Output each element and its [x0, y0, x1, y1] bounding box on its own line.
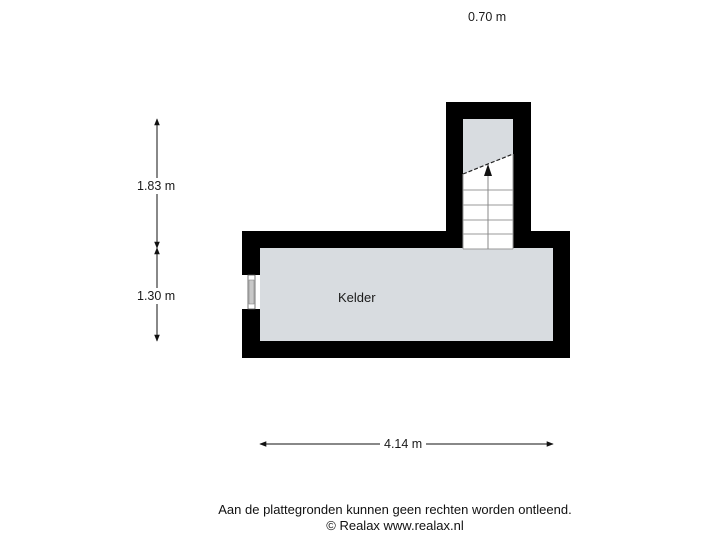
kelder-floor [260, 248, 553, 341]
dimension-left-upper-label: 1.83 m [137, 178, 176, 194]
window-glass [248, 279, 255, 305]
stair-arrow-up-icon [484, 164, 492, 176]
staircase [462, 153, 514, 250]
window-left [242, 274, 260, 310]
footer-disclaimer: Aan de plattegronden kunnen geen rechten… [218, 502, 572, 517]
dimension-bottom-label: 4.14 m [380, 437, 427, 451]
dimension-top-label: 0.70 m [468, 10, 507, 24]
room-label-kelder: Kelder [338, 290, 376, 305]
dimension-left-lower-label: 1.30 m [137, 288, 176, 304]
footer-copyright: © Realax www.realax.nl [326, 518, 464, 533]
